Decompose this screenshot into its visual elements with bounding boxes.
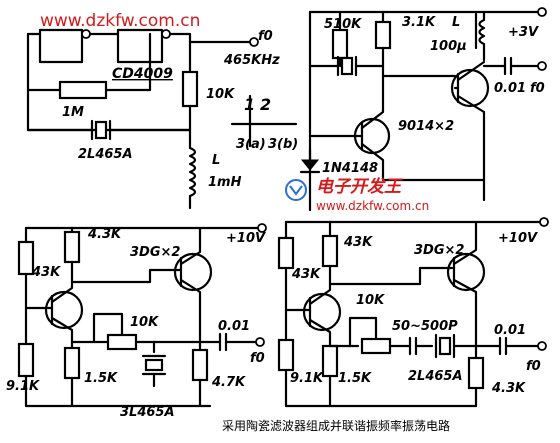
resistor-1m-label: 1M	[62, 105, 84, 120]
cd4009-label: CD4009	[112, 66, 173, 82]
switch-3a-label: 3(a)	[236, 137, 266, 152]
freq-label: 465KHz	[223, 53, 280, 68]
diode-1n4148-label: 1N4148	[322, 161, 378, 176]
resistor-3-1k-label: 3.1K	[402, 15, 436, 30]
9014-oscillator-circuit	[230, 7, 547, 212]
cap-0-01-br-label: 0.01	[494, 323, 526, 338]
f0-bl-label: f0	[250, 351, 265, 366]
cap-50-500p-label: 50~500P	[392, 319, 458, 334]
diagram-caption: 采用陶瓷滤波器组成并联谐振频率振荡电路	[222, 418, 450, 433]
resistor-43k-bl-label: 43K	[31, 265, 61, 280]
supply-3v-label: +3V	[508, 25, 539, 40]
resistor-4-7k-bl-label: 4.7K	[211, 375, 246, 390]
resistor-10k-top-label: 10K	[206, 87, 235, 102]
f0-top-left-label: f0	[258, 29, 273, 44]
resistor-9-1k-bl-label: 9.1K	[6, 379, 40, 394]
resistor-9-1k-br-label: 9.1K	[290, 371, 324, 386]
resistor-4-3k-bl-label: 4.3K	[87, 227, 122, 242]
inductor-100uh-label: 100μ	[430, 39, 467, 54]
inductor-1mh-label: 1mH	[208, 175, 242, 190]
switch-1-label: 1	[244, 95, 255, 114]
inductor-l-top-left-label: L	[212, 153, 220, 168]
cap-0-01-bl-label: 0.01	[218, 319, 250, 334]
transistor-9014-label: 9014×2	[398, 119, 454, 134]
watermark-logo: 电子开发王 www.dzkfw.com.cn	[285, 177, 429, 213]
resistor-1-5k-br-label: 1.5K	[338, 371, 372, 386]
watermark-brand: 电子开发王	[316, 177, 403, 197]
3dg-right-circuit	[277, 217, 549, 408]
watermark-url-top: www.dzkfw.com.cn	[40, 11, 200, 31]
transistor-3dg-bl-label: 3DG×2	[130, 245, 180, 260]
supply-10v-br-label: +10V	[498, 231, 538, 246]
supply-10v-bl-label: +10V	[226, 231, 266, 246]
resistor-43k-br-top-label: 43K	[343, 235, 373, 250]
f0-br-label: f0	[526, 359, 541, 374]
cap-0-01-top-right-label: 0.01	[494, 81, 526, 96]
f0-top-right-label: f0	[530, 81, 545, 96]
resistor-4-3k-br-label: 4.3K	[491, 381, 526, 396]
switch-3b-label: 3(b)	[268, 137, 298, 152]
inductor-l-top-right-label: L	[452, 15, 460, 30]
resistor-43k-br-left-label: 43K	[291, 267, 321, 282]
switch-2-label: 2	[260, 95, 271, 114]
resistor-510k-label: 510K	[324, 17, 362, 32]
resistor-1-5k-bl-label: 1.5K	[84, 371, 118, 386]
pot-10k-bl-label: 10K	[130, 315, 159, 330]
pot-10k-br-label: 10K	[356, 293, 385, 308]
filter-3l465a-label: 3L465A	[120, 405, 175, 420]
filter-2l465a-top-label: 2L465A	[78, 147, 133, 162]
cd4009-oscillator-circuit	[26, 28, 259, 210]
3dg-left-circuit	[17, 223, 267, 408]
watermark-url-bottom: www.dzkfw.com.cn	[316, 199, 429, 213]
filter-2l465a-br-label: 2L465A	[408, 369, 463, 384]
transistor-3dg-br-label: 3DG×2	[414, 243, 464, 258]
